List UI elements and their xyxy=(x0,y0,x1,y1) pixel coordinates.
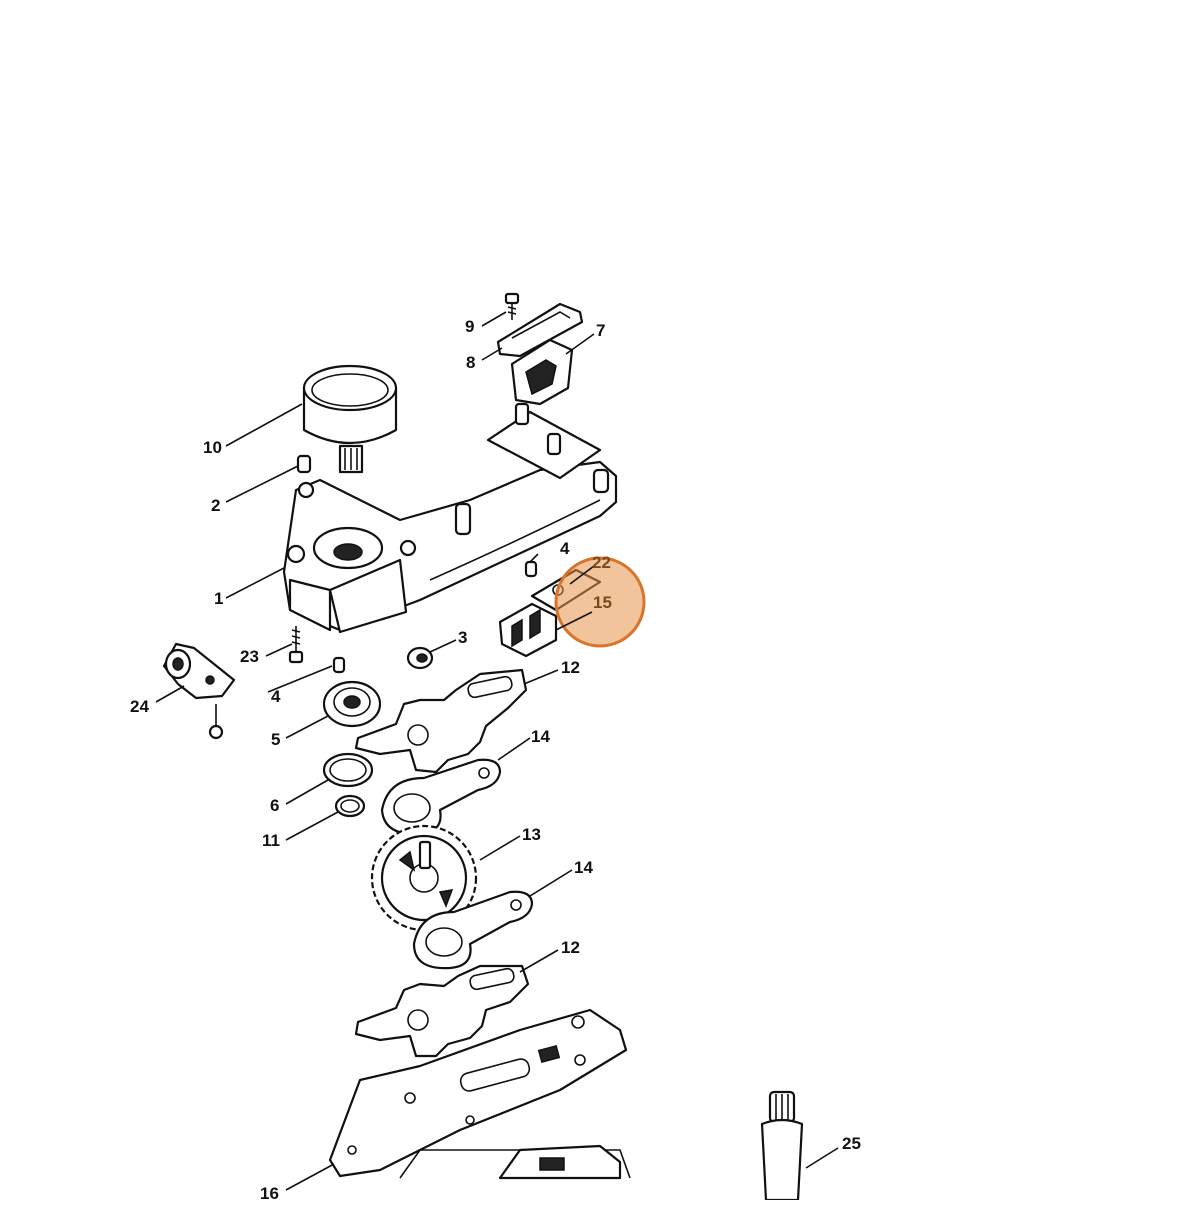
part-label-11: 11 xyxy=(262,831,280,850)
leader-lines xyxy=(155,311,839,1191)
part-label-13: 13 xyxy=(522,825,541,844)
part-label-16: 16 xyxy=(260,1184,279,1203)
gear-housing-part xyxy=(282,402,618,634)
bracket-part xyxy=(510,338,574,406)
part-label-4-upper: 4 xyxy=(560,539,570,558)
part-label-14-upper: 14 xyxy=(531,727,550,746)
gear-plate-part xyxy=(328,1008,631,1180)
clip-part xyxy=(498,602,558,658)
part-label-1: 1 xyxy=(214,589,224,608)
part-label-9: 9 xyxy=(465,317,475,336)
connecting-rod-part xyxy=(380,758,502,836)
ball-bearing-part xyxy=(322,680,382,728)
spur-gear-part xyxy=(370,824,478,932)
part-label-22: 22 xyxy=(592,553,611,572)
washer-plate-part xyxy=(354,668,528,774)
part-label-12-lower: 12 xyxy=(561,938,580,957)
screw-part xyxy=(504,292,520,320)
part-label-2: 2 xyxy=(211,496,221,515)
circlip-small-part xyxy=(334,794,366,818)
part-label-5: 5 xyxy=(271,730,281,749)
clutch-drum-part xyxy=(302,364,398,474)
part-label-15: 15 xyxy=(593,593,612,612)
part-label-4-lower: 4 xyxy=(271,687,281,706)
sleeve-part xyxy=(332,656,346,674)
part-label-14-lower: 14 xyxy=(574,858,593,877)
highlight-marker xyxy=(554,556,646,648)
part-label-23: 23 xyxy=(240,647,259,666)
shaft-part xyxy=(760,1090,804,1202)
part-label-25: 25 xyxy=(842,1134,861,1153)
mounting-bracket-part xyxy=(162,642,236,740)
circlip-part xyxy=(322,752,374,788)
sleeve-part xyxy=(524,560,538,578)
part-label-6: 6 xyxy=(270,796,280,815)
part-label-7: 7 xyxy=(596,321,606,340)
part-label-24: 24 xyxy=(130,697,149,716)
cover-plate-part xyxy=(496,302,584,358)
connecting-rod-part xyxy=(412,890,534,970)
part-label-3: 3 xyxy=(458,628,468,647)
part-label-10: 10 xyxy=(203,438,222,457)
screw-part xyxy=(288,626,304,664)
pin-part xyxy=(296,454,312,474)
part-label-12-upper: 12 xyxy=(561,658,580,677)
needle-bearing-part xyxy=(406,646,434,670)
part-label-8: 8 xyxy=(466,353,476,372)
washer-plate-part xyxy=(354,964,530,1058)
